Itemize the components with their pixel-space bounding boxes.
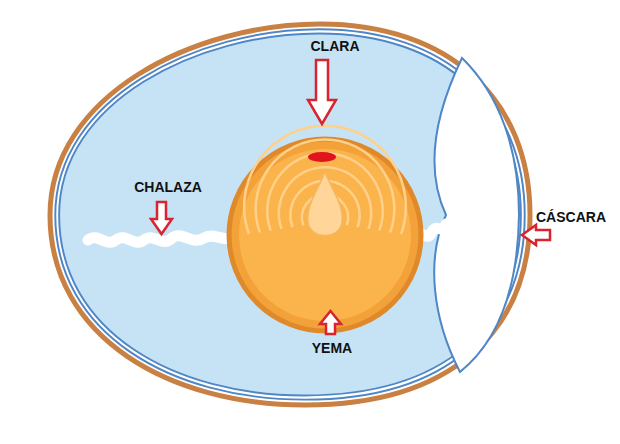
part-label: CÁSCARA [536,209,606,225]
callout-arrow [522,225,550,245]
shell [50,24,530,405]
callout-arrow [151,202,172,234]
yolk [229,139,421,331]
shell-membrane [55,29,524,399]
part-label: CHALAZA [134,179,202,195]
albumen [59,34,521,396]
air-cell [434,58,519,372]
germinal-disc [308,152,336,162]
chalaza-left [88,236,236,243]
part-label: CLARA [311,38,360,54]
latebra [308,172,342,236]
callout-arrow [320,311,341,334]
part-label: YEMA [312,340,352,356]
callout-arrow [308,60,336,124]
